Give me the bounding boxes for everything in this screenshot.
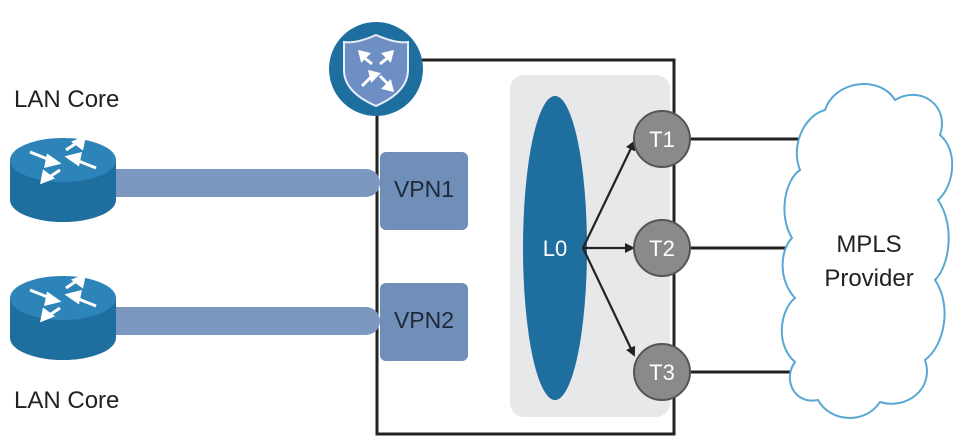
tloc-t3[interactable]: T3: [633, 343, 691, 401]
vpn1-segment[interactable]: VPN1: [380, 152, 468, 230]
arrow-to-t3: [582, 247, 636, 357]
cloud-label-line1: MPLS: [836, 231, 901, 258]
firewall-device[interactable]: [329, 22, 423, 116]
lan-link-bottom: [100, 307, 380, 335]
mpls-cloud[interactable]: MPLS Provider: [780, 83, 954, 419]
arrow-to-t1: [582, 140, 636, 249]
loopback-label: L0: [543, 236, 567, 261]
security-shield-icon: [343, 33, 409, 108]
tloc-t1[interactable]: T1: [633, 110, 691, 168]
t2-label: T2: [649, 236, 675, 261]
cloud-label-line2: Provider: [824, 265, 913, 292]
vpn2-label: VPN2: [394, 307, 454, 333]
vpn1-label: VPN1: [394, 176, 454, 202]
vpn2-segment[interactable]: VPN2: [380, 283, 468, 361]
lan-core-label-top: LAN Core: [14, 86, 119, 113]
lan-core-router-bottom[interactable]: [10, 273, 116, 360]
lan-link-top: [100, 169, 380, 197]
lan-core-label-bottom: LAN Core: [14, 387, 119, 414]
router-icon: [29, 135, 97, 185]
t1-label: T1: [649, 127, 675, 152]
lan-core-router-top[interactable]: [10, 135, 116, 222]
tloc-t2[interactable]: T2: [633, 219, 691, 277]
t3-label: T3: [649, 360, 675, 385]
router-icon: [29, 273, 97, 323]
loopback-interface[interactable]: L0: [523, 96, 587, 400]
cloud-icon: [780, 83, 954, 419]
